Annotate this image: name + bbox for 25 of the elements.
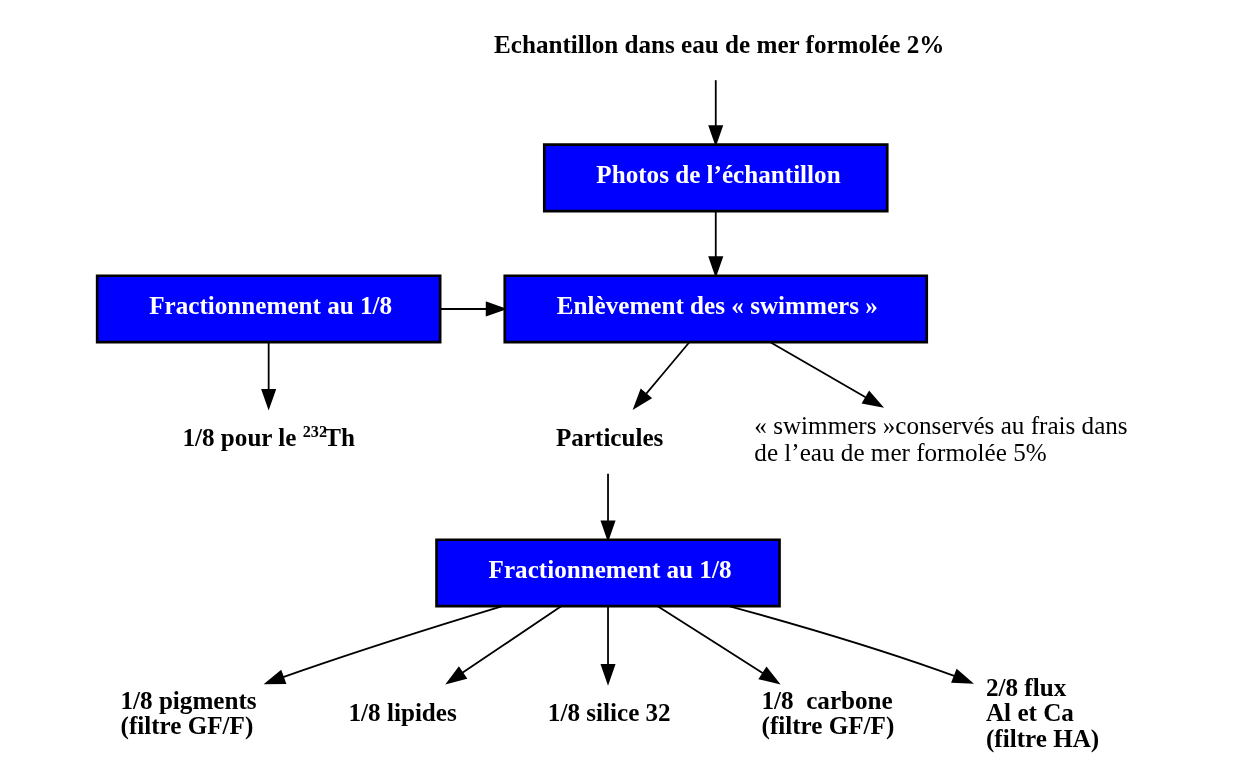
arrow — [600, 605, 616, 686]
arrow — [263, 605, 503, 685]
arrow — [656, 605, 781, 685]
arrow — [261, 341, 277, 411]
node-text: 2/8 flux Al et Ca (filtre HA) — [985, 674, 1100, 752]
node-box: Enlèvement des « swimmers » — [503, 274, 929, 344]
arrow — [439, 301, 508, 317]
node-text: « swimmers »conservés au frais dans de l’eau de mer formolée 5% — [754, 412, 1128, 467]
node-text: 1/8 silice 32 — [547, 698, 671, 726]
arrow — [445, 605, 563, 685]
arrow — [728, 605, 974, 684]
node-text: Echantillon dans eau de mer formolée 2% — [494, 30, 945, 58]
node-text: Particules — [555, 423, 664, 451]
arrow — [708, 79, 724, 147]
node-text: 1/8 pigments (filtre GF/F) — [120, 686, 257, 740]
node-text: 1/8 lipides — [348, 698, 457, 726]
arrow — [600, 472, 616, 543]
arrow — [632, 341, 691, 410]
node-box: Fractionnement au 1/8 — [435, 538, 781, 608]
node-text: 1/8 pour le $^{232}$Th — [182, 423, 356, 451]
arrow — [708, 210, 724, 278]
node-text: 1/8 carbone (filtre GF/F) — [761, 686, 895, 740]
node-box: Fractionnement au 1/8 — [95, 274, 442, 344]
node-box: Photos de l’échantillon — [542, 143, 889, 213]
arrow — [769, 341, 885, 408]
